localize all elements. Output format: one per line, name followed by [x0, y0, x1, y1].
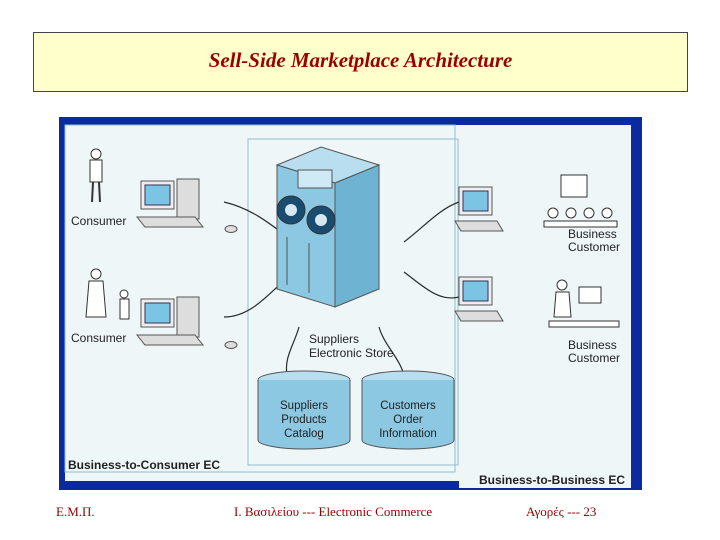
footer-page: Αγορές --- 23: [526, 504, 597, 519]
db-orders-line2: Order: [393, 414, 423, 426]
store-label-line2: Electronic Store: [309, 346, 394, 360]
slide-title: Sell-Side Marketplace Architecture: [208, 47, 513, 72]
store-region: [247, 138, 459, 466]
meeting-group-icon: [543, 174, 618, 228]
consumer-person-icon: [89, 148, 103, 203]
connection-lines: [223, 201, 460, 376]
family-icon: [85, 268, 130, 320]
architecture-diagram: Consumer Consumer Suppliers Electronic S…: [59, 117, 642, 490]
order-information-database-icon: [361, 370, 455, 450]
business-2-label-line1: Business: [568, 338, 617, 352]
b2c-label: Business-to-Consumer EC: [68, 458, 220, 472]
office-worker-icon: [548, 279, 620, 328]
b2c-region: [64, 124, 456, 473]
consumer-2-label: Consumer: [71, 331, 126, 345]
b2b-label-bg: [459, 472, 631, 488]
db-orders-line1: Customers: [380, 400, 436, 412]
products-catalog-database-icon: [257, 370, 351, 450]
consumer-computer-icon: [135, 178, 238, 233]
b2b-label: Business-to-Business EC: [479, 473, 625, 487]
business-computer-icon: [454, 276, 504, 322]
business-1-label-line1: Business: [568, 227, 617, 241]
db-products-line2: Products: [281, 414, 327, 426]
db-products-line3: Catalog: [284, 428, 324, 440]
db-products-line1: Suppliers: [280, 400, 328, 412]
footer-course: Ι. Βασιλείου --- Electronic Commerce: [234, 504, 433, 519]
business-1-label-line2: Customer: [568, 240, 620, 254]
link-business-2: [403, 271, 460, 299]
consumer-1-label: Consumer: [71, 214, 126, 228]
link-business-1: [403, 201, 460, 243]
title-banner: Sell-Side Marketplace Architecture: [33, 32, 688, 92]
business-computer-icon: [454, 186, 504, 232]
consumer-computer-icon: [135, 296, 238, 349]
footer-institution: Ε.Μ.Π.: [56, 504, 95, 519]
store-label-line1: Suppliers: [309, 332, 359, 346]
server-icon: [275, 146, 381, 308]
link-db-products: [285, 326, 300, 376]
db-orders-line3: Information: [379, 428, 437, 440]
business-2-label-line2: Customer: [568, 351, 620, 365]
